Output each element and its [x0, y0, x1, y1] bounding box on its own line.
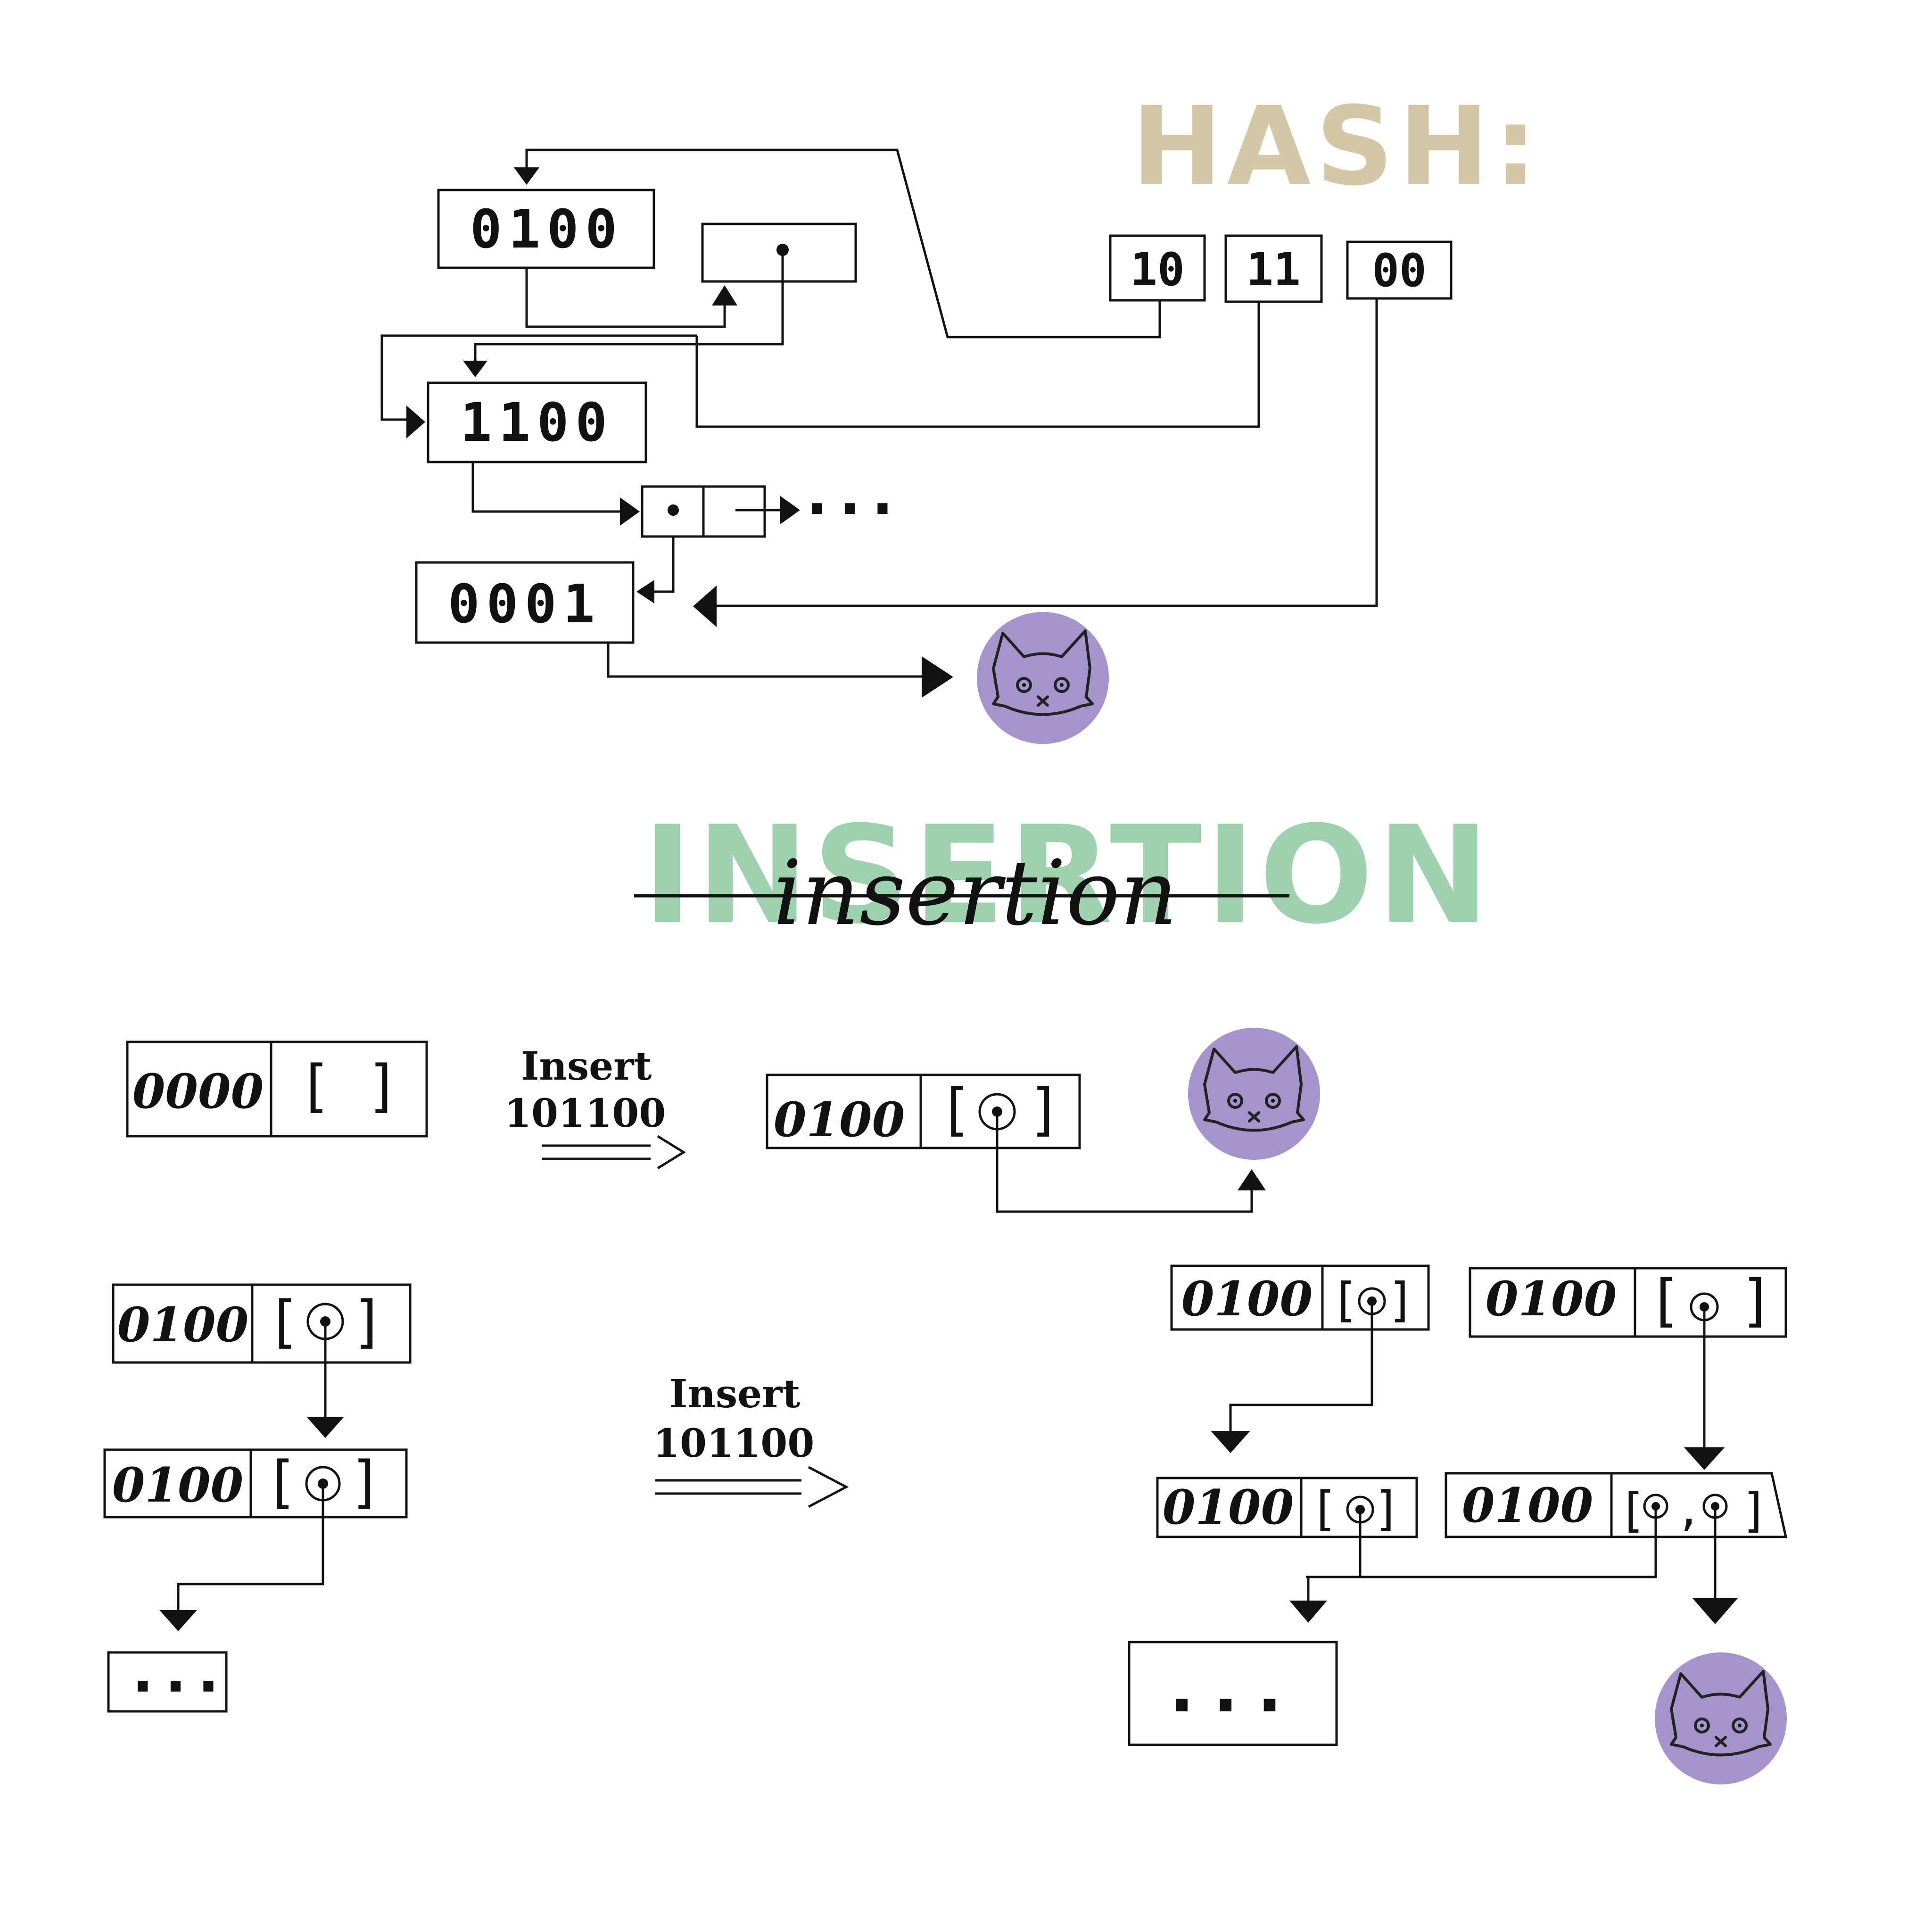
list-continues-ellipsis: ...	[806, 462, 905, 528]
step2-after-node-mid-left: 0100 [ ]	[1156, 1477, 1418, 1538]
node-key: 0100	[1486, 1271, 1617, 1327]
node-key: 0001	[448, 574, 602, 635]
comma-separator: ,	[1676, 1486, 1701, 1536]
hash-part-00: 00	[1346, 240, 1453, 300]
step2-before-tail: ...	[107, 1640, 231, 1713]
step1-pointer-wire	[996, 1112, 1253, 1213]
cat-icon	[1188, 1028, 1320, 1160]
empty-slot: [ ]	[298, 1054, 400, 1119]
tail-ellipsis: ...	[1169, 1651, 1301, 1727]
hash-wires	[380, 149, 1378, 698]
arrow-icon	[1211, 1431, 1250, 1453]
hash-part-11: 11	[1224, 234, 1323, 303]
step1-after-node: 0100 [ ]	[766, 1073, 1081, 1149]
arrow-icon	[1684, 1447, 1725, 1470]
trie-node-0001: 0001	[415, 561, 635, 644]
insert-label: Insert	[521, 1044, 652, 1089]
trie-node-0100: 0100	[437, 189, 655, 269]
arrow-icon	[780, 496, 800, 524]
insert-label: Insert	[669, 1371, 801, 1417]
node-key: 0100	[470, 199, 624, 260]
step2-before-node-2: 0100 [ ]	[103, 1448, 408, 1519]
bracket-close-icon: ]	[349, 1450, 383, 1515]
step2-after-tail: ...	[1128, 1641, 1338, 1746]
arrow-icon	[1238, 1169, 1266, 1190]
arrow-icon	[463, 361, 487, 377]
insertion-script-title: insertion	[773, 841, 1178, 945]
step2-before-node-1: 0100 [ ]	[112, 1283, 412, 1364]
arrow-icon	[406, 405, 425, 438]
bracket-open-icon: [	[266, 1289, 300, 1355]
arrow-icon	[636, 580, 654, 603]
tail-ellipsis: ...	[132, 1640, 231, 1705]
bracket-open-icon: [	[938, 1077, 972, 1143]
step2-after-node-mid-right: 0100 [ ] ,	[1445, 1472, 1788, 1538]
bracket-open-icon: [	[1618, 1483, 1646, 1538]
bracket-close-icon: ]	[1740, 1268, 1774, 1334]
arrow-icon	[1289, 1601, 1327, 1623]
insert-value: 101100	[504, 1091, 666, 1136]
node-key: 0100	[112, 1457, 243, 1513]
arrow-icon	[922, 656, 953, 698]
bracket-close-icon: ]	[1028, 1077, 1062, 1143]
step1-before-node: 0000 [ ]	[126, 1040, 428, 1138]
hash-part-label: 11	[1246, 243, 1301, 296]
bracket-close-icon: ]	[1741, 1483, 1769, 1538]
node-key: 0100	[774, 1092, 905, 1148]
bracket-close-icon: ]	[1387, 1272, 1415, 1328]
insert-value: 101100	[653, 1421, 814, 1466]
bracket-open-icon: [	[1330, 1272, 1359, 1328]
insertion-title: INSERTION	[643, 797, 1493, 954]
node-key: 0100	[117, 1297, 248, 1353]
node-key: 0100	[1181, 1271, 1313, 1327]
node-key: 1100	[460, 392, 614, 454]
hash-title: HASH:	[1131, 84, 1542, 210]
cat-icon	[977, 612, 1109, 744]
bracket-close-icon: ]	[1373, 1481, 1401, 1536]
step2-after-node-top-right: 0100 [ ]	[1469, 1267, 1787, 1338]
arrow-icon	[1693, 1598, 1738, 1624]
node-key: 0100	[1163, 1479, 1294, 1535]
implies-arrow-icon	[542, 1135, 686, 1170]
arrow-icon	[620, 497, 640, 526]
list-cell-pair	[641, 485, 766, 538]
bracket-close-icon: ]	[351, 1289, 385, 1355]
bracket-open-icon: [	[1310, 1481, 1338, 1536]
arrow-icon	[159, 1610, 197, 1631]
hash-part-label: 10	[1130, 243, 1185, 296]
trie-node-1100: 1100	[427, 381, 647, 463]
bracket-open-icon: [	[1648, 1268, 1682, 1334]
arrow-icon	[306, 1417, 344, 1438]
pointer-dot-icon	[668, 504, 679, 516]
cat-icon	[1655, 1652, 1787, 1784]
arrow-icon	[514, 167, 539, 185]
arrow-icon	[712, 285, 737, 305]
node-key: 0100	[1462, 1478, 1593, 1533]
bracket-open-icon: [	[264, 1450, 298, 1515]
hash-part-10: 10	[1109, 234, 1206, 302]
hash-part-label: 00	[1372, 244, 1427, 297]
implies-arrow-icon	[655, 1466, 849, 1508]
arrow-icon	[693, 586, 717, 627]
step2-after-node-top-left: 0100 [ ]	[1170, 1264, 1430, 1331]
node-key: 0000	[132, 1064, 264, 1119]
